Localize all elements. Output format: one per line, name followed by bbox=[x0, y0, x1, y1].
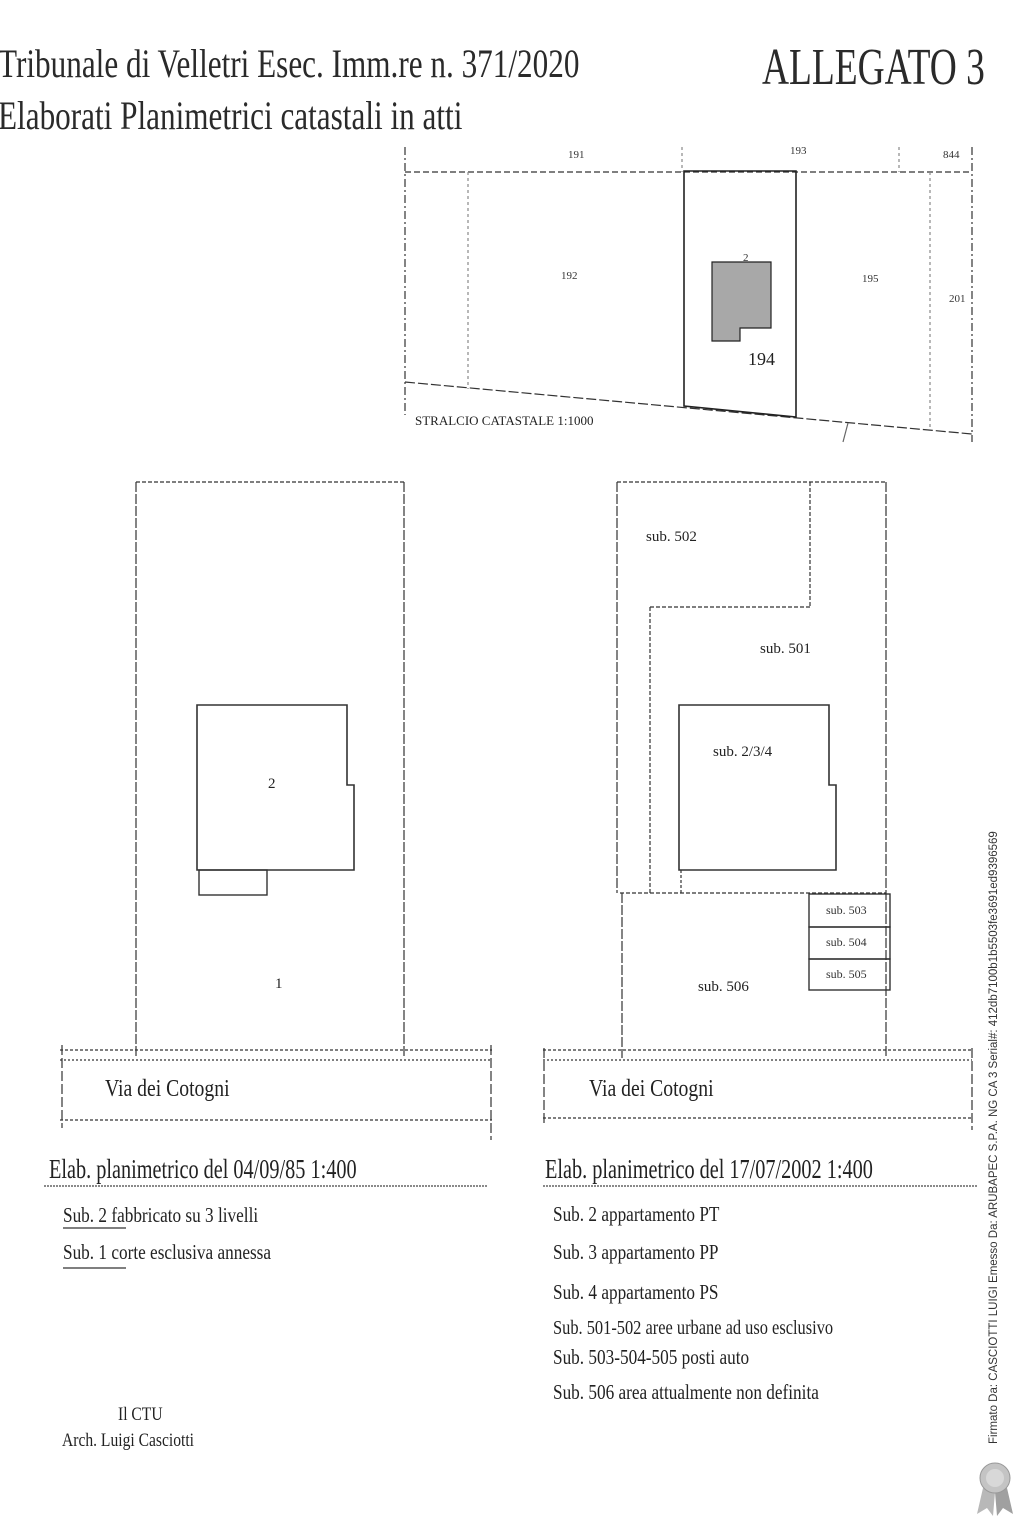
plan2002-legend-item: Sub. 501-502 aree urbane ad uso esclusiv… bbox=[553, 1317, 834, 1339]
document-title: Tribunale di Velletri Esec. Imm.re n. 37… bbox=[0, 41, 580, 86]
plan1985-legend-item: Sub. 2 fabbricato su 3 livelli bbox=[63, 1203, 259, 1227]
sub-506-label: sub. 506 bbox=[698, 979, 749, 995]
parcel-844-label: 844 bbox=[943, 149, 960, 161]
seal-icon bbox=[977, 1462, 1013, 1516]
plan2002-building bbox=[678, 704, 837, 871]
sub-502-label: sub. 502 bbox=[646, 529, 697, 545]
parcel-195-label: 195 bbox=[862, 273, 879, 285]
plan2002-legend-item: Sub. 506 area attualmente non definita bbox=[553, 1380, 819, 1404]
plan2002-street-name: Via dei Cotogni bbox=[589, 1076, 714, 1102]
building-footprint bbox=[711, 261, 772, 342]
plan1985-legend-item: Sub. 1 corte esclusiva annessa bbox=[63, 1240, 272, 1264]
signature-name: Arch. Luigi Casciotti bbox=[62, 1430, 194, 1451]
parcel-192-label: 192 bbox=[561, 270, 578, 282]
parcel-191-label: 191 bbox=[568, 149, 585, 161]
sub-505-label: sub. 505 bbox=[826, 967, 867, 981]
sub-234-label: sub. 2/3/4 bbox=[713, 744, 773, 760]
parcel-194-outline bbox=[683, 170, 797, 418]
digital-signature-stamp: Firmato Da: CASCIOTTI LUIGI Emesso Da: A… bbox=[988, 831, 1000, 1444]
cadastral-scale-caption: STRALCIO CATASTALE 1:1000 bbox=[415, 413, 594, 428]
parking-505 bbox=[808, 958, 891, 991]
sub-503-label: sub. 503 bbox=[826, 903, 867, 917]
plan2002-legend-item: Sub. 4 appartamento PS bbox=[553, 1280, 719, 1304]
plan1985-building-label: 2 bbox=[268, 776, 276, 792]
plan1985-street-name: Via dei Cotogni bbox=[105, 1076, 230, 1102]
cadastral-road-edge bbox=[404, 381, 973, 435]
sub-501-label: sub. 501 bbox=[760, 641, 811, 657]
parcel-201-label: 201 bbox=[949, 293, 966, 305]
parcel-193-label: 193 bbox=[790, 145, 807, 157]
parcel-194-label: 194 bbox=[748, 349, 775, 369]
plan2002-legend-item: Sub. 3 appartamento PP bbox=[553, 1240, 719, 1264]
parcel-2-label: 2 bbox=[743, 252, 749, 264]
plan1985-annex bbox=[198, 869, 268, 896]
attachment-label: ALLEGATO 3 bbox=[762, 39, 985, 96]
plan1985-caption: Elab. planimetrico del 04/09/85 1:400 bbox=[49, 1154, 357, 1184]
signature-role: Il CTU bbox=[118, 1404, 163, 1425]
plan2002-caption: Elab. planimetrico del 17/07/2002 1:400 bbox=[545, 1154, 873, 1184]
document-subtitle: Elaborati Planimetrici catastali in atti bbox=[0, 93, 463, 138]
plan2002-legend-item: Sub. 2 appartamento PT bbox=[553, 1202, 720, 1226]
plan1985-court-label: 1 bbox=[275, 976, 283, 992]
plan1985-building bbox=[196, 704, 355, 871]
sub-504-label: sub. 504 bbox=[826, 935, 867, 949]
plan2002-legend-item: Sub. 503-504-505 posti auto bbox=[553, 1345, 750, 1369]
